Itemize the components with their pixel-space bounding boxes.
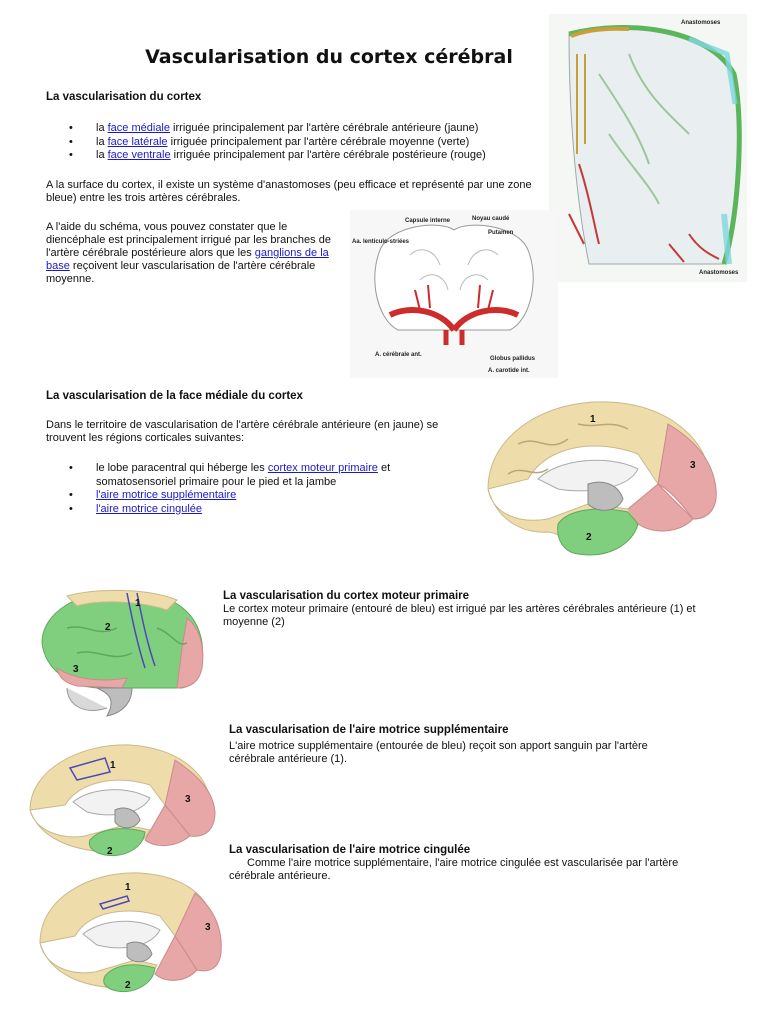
globus-pallidus-label: Globus pallidus	[490, 356, 536, 362]
cingulee-paragraph: Comme l'aire motrice supplémentaire, l'a…	[229, 857, 679, 882]
mediale-regions-list: le lobe paracentral qui héberge les cort…	[69, 462, 419, 516]
number-label: 1	[590, 414, 596, 425]
number-label: 3	[690, 460, 696, 471]
list-item: le lobe paracentral qui héberge les cort…	[69, 462, 419, 489]
medial-brain-figure: 1 2 3	[487, 401, 717, 556]
list-item: l'aire motrice cingulée	[69, 503, 419, 517]
lenticulo-label: Aa. lenticulo-striées	[352, 239, 410, 245]
cortex-faces-list: la face médiale irriguée principalement …	[69, 122, 549, 163]
ganglions-link[interactable]: ganglions de la base	[46, 247, 329, 272]
number-label: 2	[125, 980, 131, 991]
face-mediale-link[interactable]: face médiale	[107, 122, 170, 134]
number-label: 1	[135, 598, 141, 609]
list-item: la face latérale irriguée principalement…	[69, 136, 549, 150]
anastomoses-top-label: Anastomoses	[681, 20, 721, 26]
number-label: 2	[586, 532, 592, 543]
list-item: la face médiale irriguée principalement …	[69, 122, 549, 136]
number-label: 3	[185, 794, 191, 805]
number-label: 3	[73, 664, 79, 675]
cingulate-brain-figure: 1 2 3	[39, 872, 222, 993]
face-ventrale-link[interactable]: face ventrale	[107, 149, 171, 161]
number-label: 1	[110, 760, 116, 771]
basal-ganglia-figure: Capsule interne Noyau caudé Putamen Aa. …	[350, 210, 558, 378]
section-heading-mediale: La vascularisation de la face médiale du…	[46, 390, 303, 402]
cortex-moteur-primaire-link[interactable]: cortex moteur primaire	[267, 462, 378, 474]
list-item: la face ventrale irriguée principalement…	[69, 149, 549, 163]
number-label: 2	[107, 846, 113, 857]
carotide-label: A. carotide int.	[488, 368, 530, 374]
number-label: 3	[205, 922, 211, 933]
anastomoses-paragraph: A la surface du cortex, il existe un sys…	[46, 179, 532, 204]
putamen-label: Putamen	[488, 230, 514, 236]
capsule-interne-label: Capsule interne	[405, 218, 451, 224]
sma-paragraph: L'aire motrice supplémentaire (entourée …	[229, 740, 648, 765]
cerebrale-ant-label: A. cérébrale ant.	[375, 352, 422, 358]
page-title: Vascularisation du cortex cérébral	[145, 46, 513, 68]
coronal-section-figure: Anastomoses Anastomoses	[549, 14, 747, 282]
moteur-primaire-paragraph: Le cortex moteur primaire (entouré de bl…	[223, 603, 696, 628]
face-laterale-link[interactable]: face latérale	[107, 135, 168, 148]
aire-motrice-supplementaire-link[interactable]: l'aire motrice supplémentaire	[96, 489, 237, 501]
diencephale-paragraph: A l'aide du schéma, vous pouvez constate…	[46, 221, 331, 285]
sma-brain-figure: 1 2 3	[29, 744, 216, 857]
aire-motrice-cingulee-link[interactable]: l'aire motrice cingulée	[96, 502, 203, 515]
noyau-caude-label: Noyau caudé	[472, 216, 510, 222]
lateral-brain-figure: 1 2 3	[41, 589, 204, 717]
list-item: l'aire motrice supplémentaire	[69, 489, 419, 503]
number-label: 1	[125, 882, 131, 893]
section-heading-moteur-primaire: La vascularisation du cortex moteur prim…	[223, 590, 470, 602]
section-heading-cortex: La vascularisation du cortex	[46, 91, 202, 103]
section-heading-sma: La vascularisation de l'aire motrice sup…	[229, 724, 509, 736]
mediale-paragraph: Dans le territoire de vascularisation de…	[46, 419, 439, 444]
number-label: 2	[105, 622, 111, 633]
anastomoses-bottom-label: Anastomoses	[699, 270, 739, 276]
section-heading-cingulee: La vascularisation de l'aire motrice cin…	[229, 844, 471, 856]
